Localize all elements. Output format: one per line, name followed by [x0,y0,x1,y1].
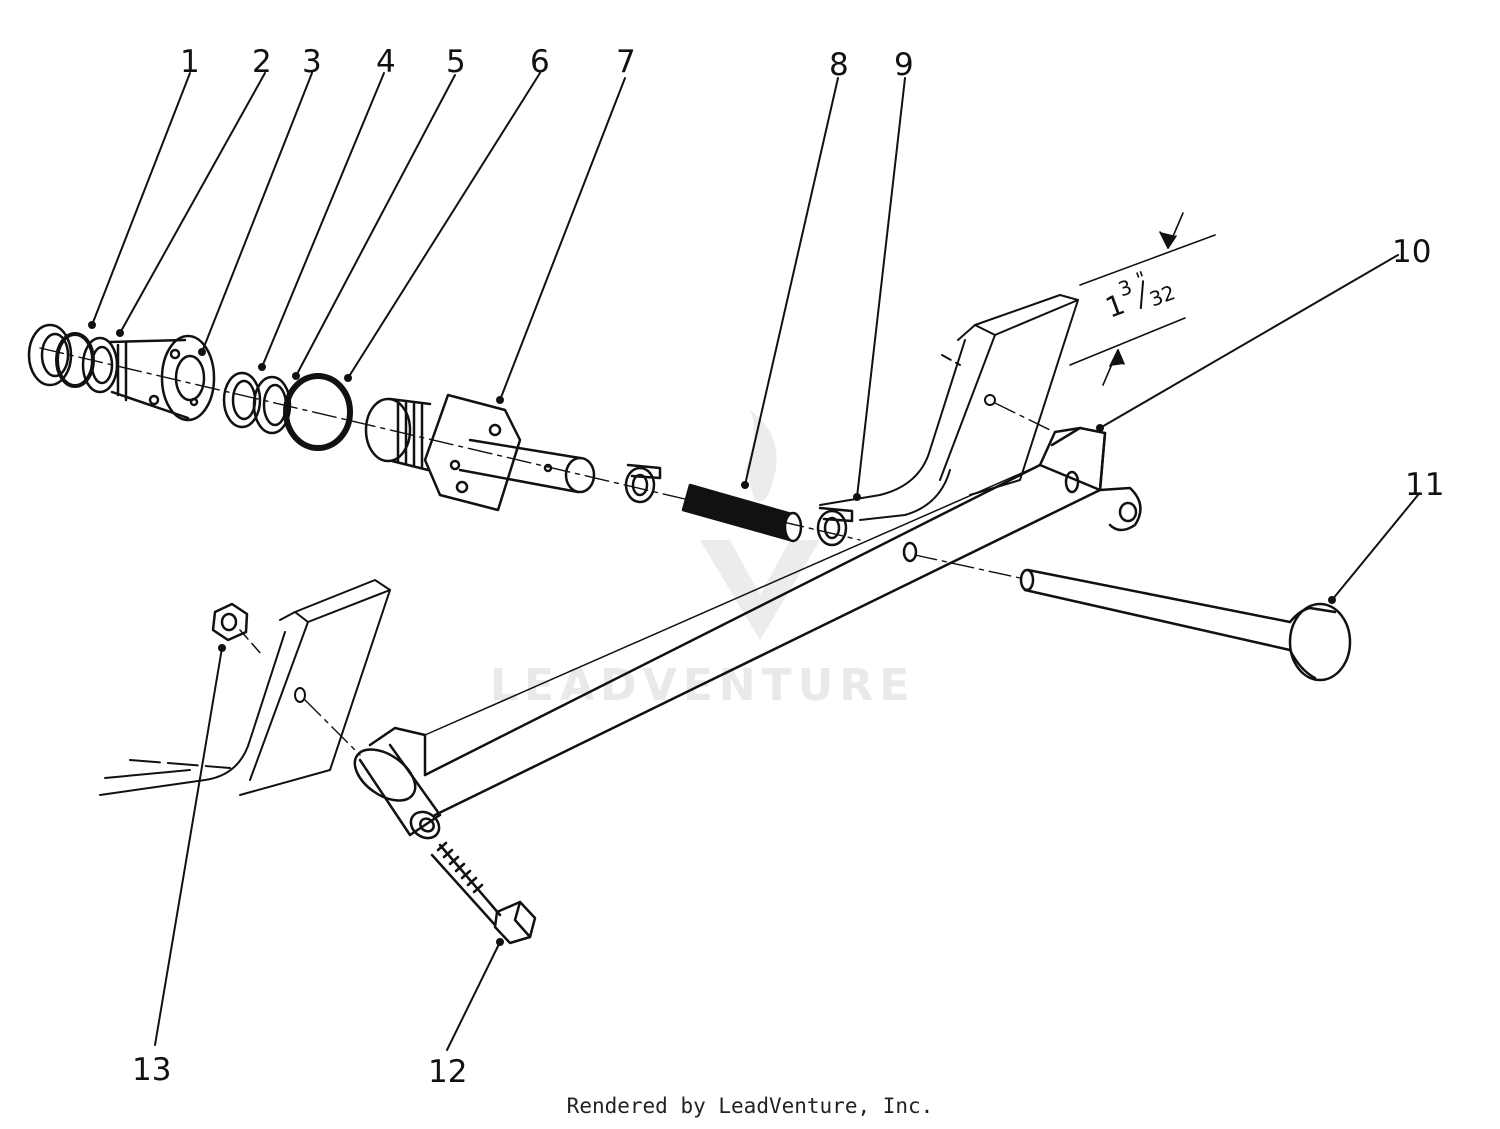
part-3-bearing-sleeve [81,334,216,422]
part-11-clevis-pin [914,554,1352,682]
callout-labels: 1 2 3 4 5 6 7 8 9 10 11 12 13 [132,44,1444,1090]
part-12-bolt [430,841,537,945]
callout-2: 2 [252,44,272,80]
lower-deck-bracket [99,579,391,796]
callout-1: 1 [180,44,200,80]
assembly-centerline [39,347,861,541]
part-10-lever-bar [353,426,1142,840]
callout-12: 12 [428,1054,467,1090]
footer-credit: Rendered by LeadVenture, Inc. [566,1094,934,1118]
part-8-hose [681,483,803,543]
callout-13: 13 [132,1052,171,1088]
part-1-seal [27,323,73,387]
callout-9: 9 [894,47,914,83]
callout-3: 3 [302,44,322,80]
dimension-label: 1 3 " 32 [1101,266,1178,324]
dimension-lines [1069,212,1216,386]
callout-5: 5 [446,44,466,80]
callout-11: 11 [1405,467,1444,503]
upper-deck-bracket [819,294,1079,521]
part-9-hose-clamp [816,506,854,547]
leader-dots [88,321,1336,946]
callout-8: 8 [829,47,849,83]
callout-4: 4 [376,44,396,80]
dimension-denominator: 32 [1146,280,1178,311]
part-13-nut [211,602,263,656]
callout-10: 10 [1392,234,1431,270]
callout-6: 6 [530,44,550,80]
hose-clamp-left [624,463,662,504]
part-6-large-o-ring [283,373,353,451]
callout-7: 7 [616,44,636,80]
leader-lines [91,72,1419,1051]
part-2-retaining-ring [55,332,95,388]
watermark-logo-icon [700,410,820,640]
part-7-flange-fitting [364,393,596,512]
